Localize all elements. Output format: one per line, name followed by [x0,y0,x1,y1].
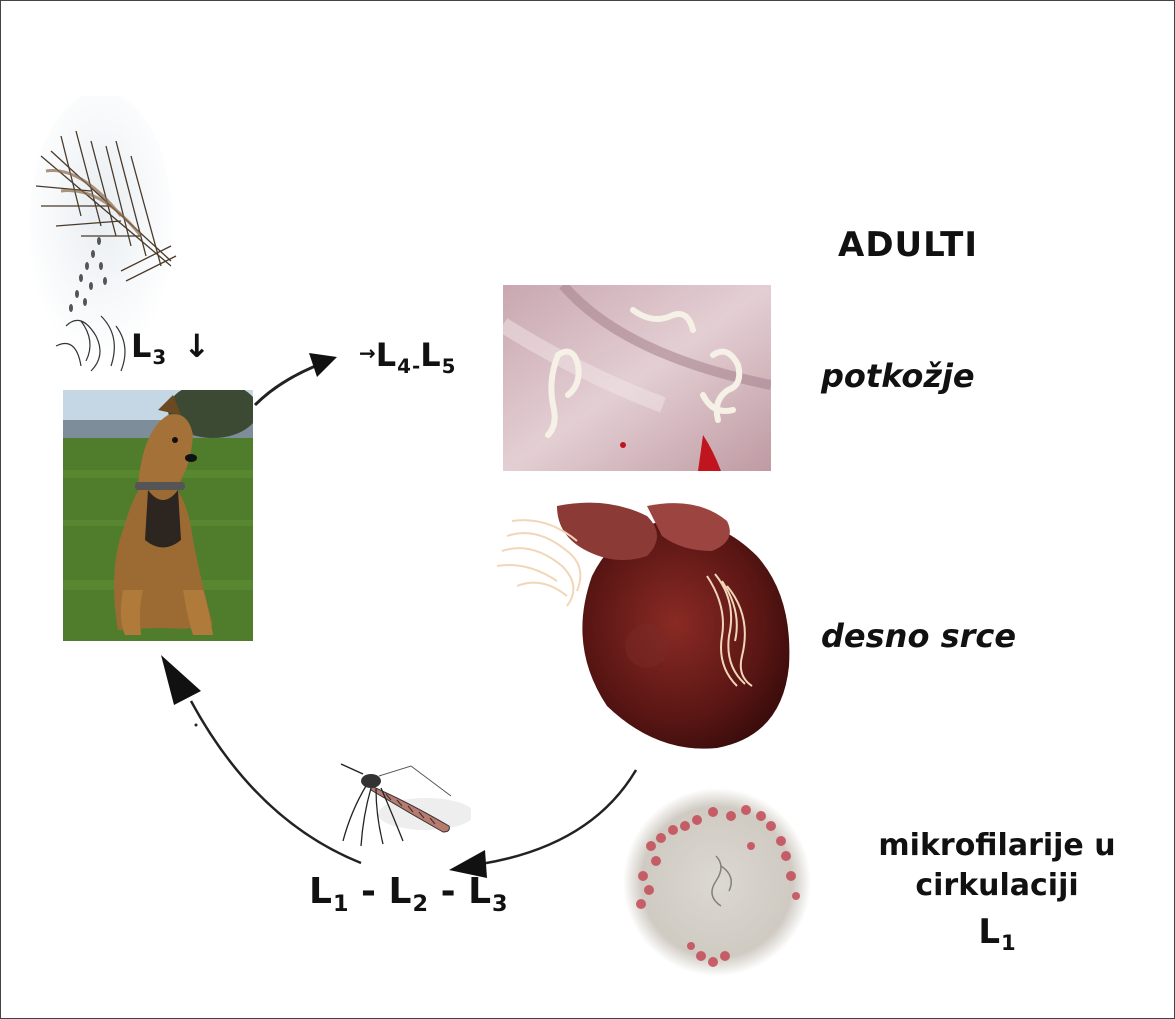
l5-subscript: 5 [442,355,456,378]
microfilariae-label-line1: mikrofilarije u [877,826,1117,866]
microfilariae-blood-smear [621,786,813,978]
dash-1: - [361,871,376,912]
right-arrow-icon: → [359,341,376,365]
subcutis-label: potkožje [821,357,975,395]
l3-entry-label: L3 ↓ [131,327,210,369]
larva-l2-subscript: 2 [412,891,428,917]
microfilariae-l1-label: L1 [877,912,1117,963]
l1-letter: L [978,912,1000,952]
l45-separator: - [412,355,420,378]
arrow-heart-to-mosquito-stage [441,766,641,881]
larva-l2-letter: L [389,871,412,912]
microfilariae-label: mikrofilarije u cirkulaciji L1 [877,826,1117,963]
larva-l1-letter: L [309,871,332,912]
l1-l2-l3-label: L1 - L2 - L3 [309,871,508,917]
right-heart-label: desno srce [821,617,1016,655]
arrow-dog-to-l4l5 [251,341,351,411]
larva-l1-subscript: 1 [333,891,349,917]
arrow-mosquito-to-dog [146,641,376,871]
dash-2: - [441,871,456,912]
l4-letter: L [376,336,396,374]
down-arrow-icon: ↓ [183,327,210,365]
l5-letter: L [420,336,440,374]
larva-l3-letter: L [468,871,491,912]
l4-l5-label: →L4-L5 [359,336,455,378]
l3-subscript: 3 [152,346,166,369]
l1-subscript: 1 [1001,930,1016,955]
larva-l3-subscript: 3 [492,891,508,917]
l4-subscript: 4 [397,355,411,378]
adults-heading: ADULTI [838,225,978,265]
dog-photo [63,390,253,641]
subcutaneous-worms-photo [503,285,771,471]
heart-with-worms-photo [497,496,793,754]
l3-letter: L [131,327,151,365]
microfilariae-label-line2: cirkulaciji [877,866,1117,906]
